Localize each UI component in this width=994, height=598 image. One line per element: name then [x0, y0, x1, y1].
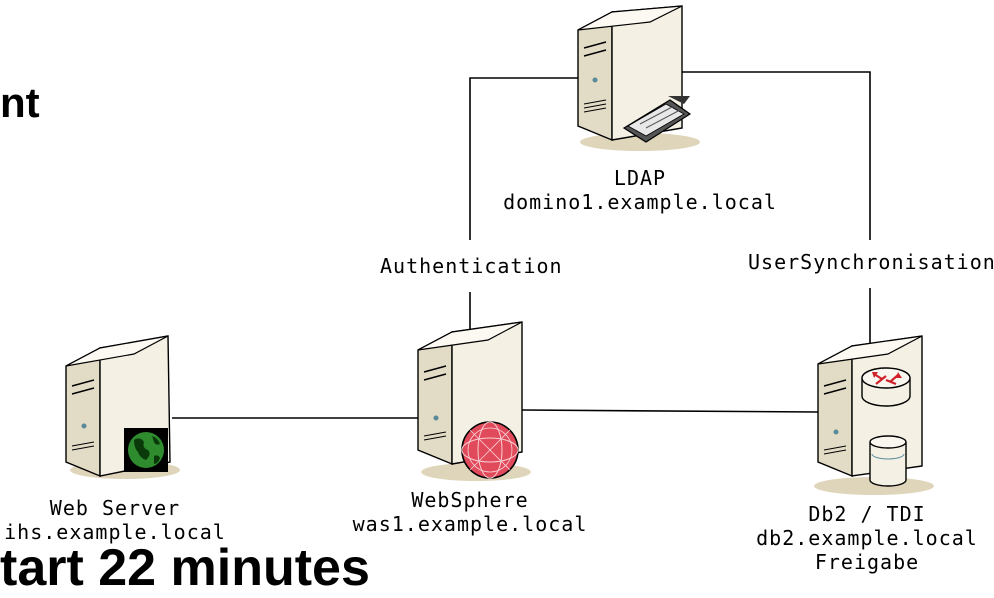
- ldap-directory-icon: [622, 96, 692, 143]
- db2-node-label: Db2 / TDI db2.example.local Freigabe: [740, 502, 994, 574]
- websphere-host: was1.example.local: [352, 512, 588, 536]
- webserver-role: Web Server: [49, 496, 181, 520]
- websphere-server: [417, 321, 531, 481]
- db2-role: Db2 / TDI: [808, 502, 926, 526]
- ldap-server: [577, 5, 700, 151]
- router-icon: [861, 367, 911, 407]
- webserver-node-label: Web Server ihs.example.local: [0, 496, 230, 544]
- webserver-host: ihs.example.local: [4, 520, 226, 544]
- edge-ldap-websphere: [469, 77, 590, 240]
- slide-title-fragment: nt: [0, 79, 40, 126]
- ldap-node-label: LDAP domino1.example.local: [500, 166, 780, 214]
- database-icon: [869, 435, 907, 487]
- db2-note: Freigabe: [814, 550, 920, 574]
- ldap-role: LDAP: [613, 166, 667, 190]
- db2-server: [814, 335, 934, 495]
- ldap-host: domino1.example.local: [503, 190, 777, 214]
- network-diagram: [65, 5, 934, 495]
- db2-host: db2.example.local: [756, 526, 978, 550]
- webserver-server: [65, 335, 180, 479]
- edge-websphere-db2: [521, 409, 819, 413]
- sphere-icon: [461, 421, 519, 479]
- slide-bottom-text-fragment: tart 22 minutes: [0, 539, 370, 597]
- websphere-role: WebSphere: [411, 488, 529, 512]
- globe-icon: [124, 428, 168, 472]
- edge-label-authentication: Authentication: [380, 254, 563, 278]
- edge-ldap-db2: [680, 71, 871, 240]
- edge-label-user-sync: UserSynchronisation: [748, 250, 994, 274]
- websphere-node-label: WebSphere was1.example.local: [340, 488, 600, 536]
